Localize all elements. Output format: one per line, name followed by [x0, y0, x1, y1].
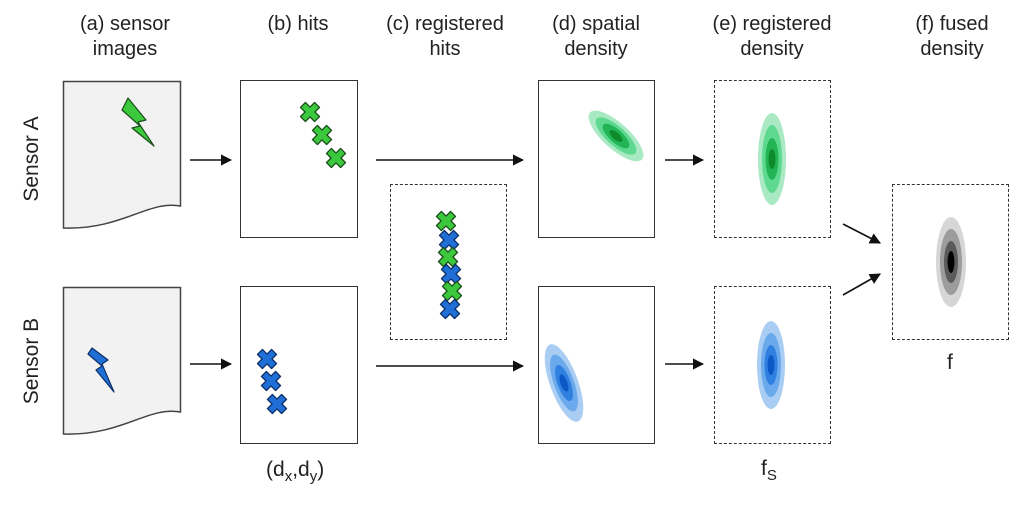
spatial-density-panel-b: [538, 286, 655, 444]
registered-density-panel-b: [714, 286, 831, 444]
header-line-2: images: [92, 38, 158, 60]
cross-marker: [256, 348, 278, 370]
dxdy-label: (dx,dy): [266, 458, 324, 485]
density-contour: [768, 149, 776, 169]
arrow-a-registered-to-fused: [842, 223, 881, 244]
registered-density-panel-a: [714, 80, 831, 238]
cross-marker: [299, 101, 321, 123]
dxdy-mid: ,d: [292, 458, 310, 481]
header-line-2: hits: [429, 38, 461, 60]
header-registered-density: (e) registered density: [690, 12, 854, 62]
header-line-1: (e) registered: [712, 13, 832, 35]
header-line-2: density: [740, 38, 804, 60]
header-line-1: (d) spatial: [552, 13, 640, 35]
header-line-2: density: [564, 38, 628, 60]
header-line-1: (f) fused: [915, 13, 989, 35]
cross-marker: [311, 124, 333, 146]
cross-marker: [266, 393, 288, 415]
spatial-density-panel-a: [538, 80, 655, 238]
hits-panel-b: [240, 286, 358, 444]
header-line-1: (c) registered: [386, 13, 504, 35]
arrow-b-registered-to-fused: [842, 273, 881, 296]
lightning-icon: [121, 97, 155, 147]
header-sensor-images: (a) sensor images: [55, 12, 195, 62]
density-contour: [767, 355, 775, 375]
sensor-image-b: [62, 286, 182, 435]
cross-marker: [260, 370, 282, 392]
header-line-2: density: [920, 38, 984, 60]
header-line-1: (a) sensor: [79, 13, 171, 35]
header-line-1: (b) hits: [267, 13, 329, 35]
dxdy-open: (d: [266, 458, 285, 481]
header-fused-density: (f) fused density: [884, 12, 1020, 62]
header-registered-hits: (c) registered hits: [370, 12, 520, 62]
registered-hits-panel: [390, 184, 507, 340]
lightning-icon: [87, 347, 115, 393]
header-spatial-density: (d) spatial density: [528, 12, 664, 62]
header-hits: (b) hits: [232, 12, 364, 37]
density-contour: [609, 130, 623, 142]
dx-subscript: x: [284, 468, 293, 485]
cross-marker: [439, 298, 461, 320]
fs-label: fS: [761, 457, 777, 484]
f-label: f: [947, 351, 953, 374]
dxdy-close: ): [317, 458, 325, 481]
density-contour: [947, 251, 955, 273]
cross-marker: [325, 147, 347, 169]
fused-density-panel: [892, 184, 1009, 340]
dy-subscript: y: [309, 468, 318, 485]
sensor-image-a: [62, 80, 182, 229]
cross-marker: [435, 210, 457, 232]
density-contour: [559, 374, 569, 392]
hits-panel-a: [240, 80, 358, 238]
fs-main: f: [761, 457, 767, 480]
fs-subscript: S: [766, 467, 777, 484]
